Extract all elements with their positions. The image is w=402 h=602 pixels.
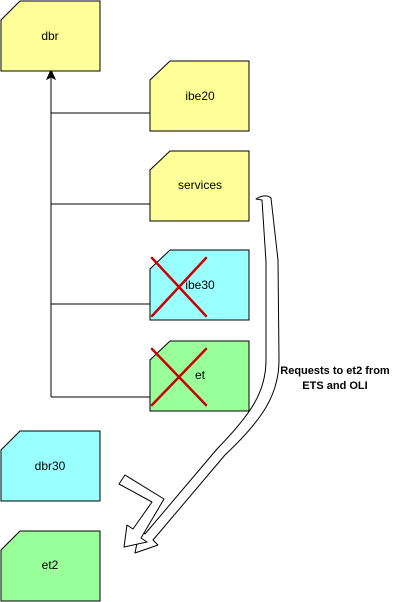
card-dbr-label: dbr xyxy=(41,29,58,43)
card-ibe20[interactable]: ibe20 xyxy=(149,60,250,132)
hollow-arrow-icon xyxy=(134,195,280,554)
card-et2-label: et2 xyxy=(42,558,59,572)
requests-note-line1: Requests to et2 from xyxy=(280,365,390,377)
arrowhead-up-icon xyxy=(45,68,57,81)
card-dbr30[interactable]: dbr30 xyxy=(0,430,101,502)
card-dbr[interactable]: dbr xyxy=(0,0,101,72)
hollow-arrow-icon xyxy=(118,474,165,548)
card-et-label: et xyxy=(195,368,206,382)
requests-note: Requests to et2 from ETS and OLI xyxy=(280,365,390,392)
card-ibe30[interactable]: ibe30 xyxy=(149,249,250,321)
card-services-label: services xyxy=(178,178,222,192)
red-x-cross-icon xyxy=(150,256,208,318)
card-ibe20-label: ibe20 xyxy=(185,89,215,103)
connector-lines xyxy=(50,78,150,398)
card-ibe30-label: ibe30 xyxy=(185,278,215,292)
requests-note-line2: ETS and OLI xyxy=(302,380,367,392)
card-services[interactable]: services xyxy=(149,150,250,222)
card-dbr30-label: dbr30 xyxy=(35,459,66,473)
card-et[interactable]: et xyxy=(149,340,250,412)
card-et2[interactable]: et2 xyxy=(0,530,101,602)
red-x-cross-icon xyxy=(150,347,208,407)
